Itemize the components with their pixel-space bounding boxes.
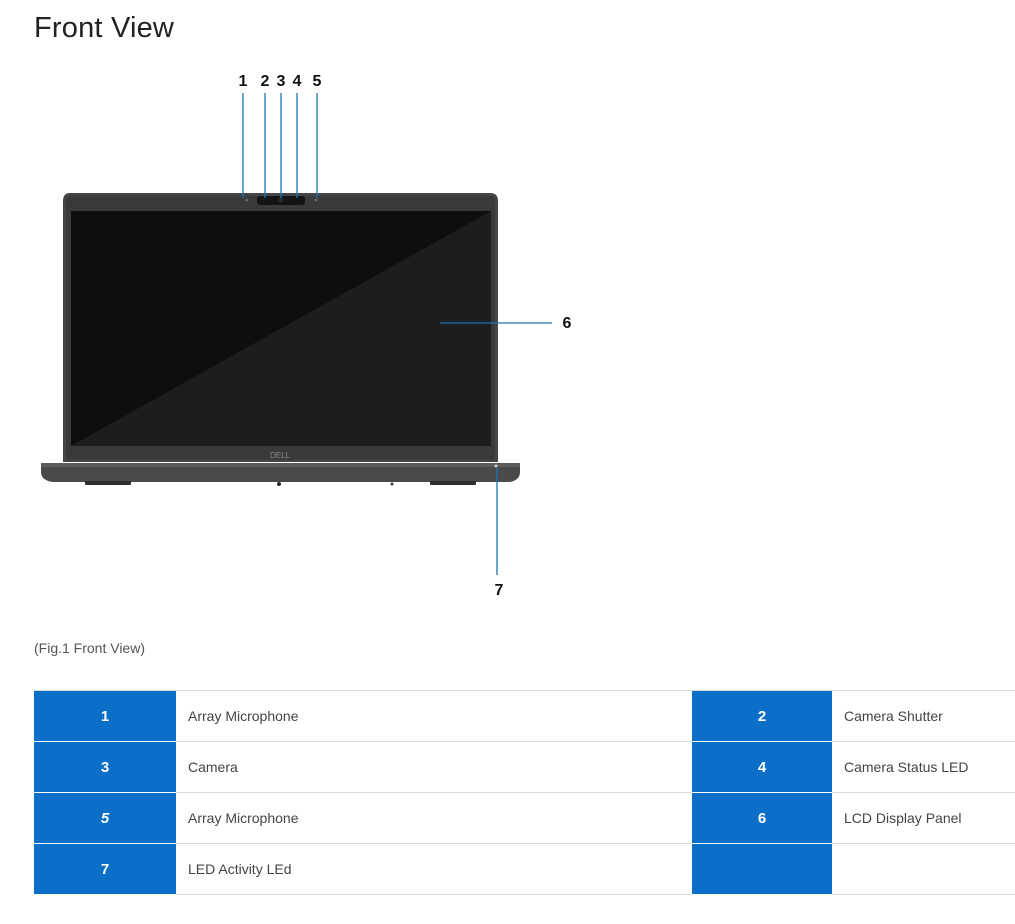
callout-5: 5 [313,73,322,90]
legend-number: 2 [692,690,832,742]
table-row: 7 LED Activity LEd [34,843,1015,895]
legend-number [692,843,832,895]
callout-3: 3 [277,73,286,90]
figure-caption: (Fig.1 Front View) [34,640,145,656]
legend-label: Array Microphone [176,690,692,742]
legend-number: 5 [34,792,176,844]
table-row: 3 Camera 4 Camera Status LED [34,741,1015,793]
legend-label: Camera Status LED [832,741,1015,793]
legend-label: Camera Shutter [832,690,1015,742]
legend-number: 3 [34,741,176,793]
page-title: Front View [34,12,175,44]
leader-lines [242,93,552,575]
component-legend-table: 1 Array Microphone 2 Camera Shutter 3 Ca… [34,690,1015,895]
callout-7: 7 [495,582,504,599]
laptop-front-view-figure: 1 2 3 4 5 6 7 DELL [41,73,572,599]
table-row: 5 Array Microphone 6 LCD Display Panel [34,792,1015,844]
callout-4: 4 [293,73,302,90]
legend-label: LCD Display Panel [832,792,1015,844]
callout-6: 6 [563,315,572,332]
legend-number: 4 [692,741,832,793]
legend-label: Camera [176,741,692,793]
dell-logo: DELL [270,451,291,460]
legend-label: Array Microphone [176,792,692,844]
legend-label [832,843,1015,895]
callout-2: 2 [261,73,270,90]
laptop-base [41,463,520,486]
legend-number: 7 [34,843,176,895]
laptop-lid: DELL [63,193,498,462]
callout-1: 1 [239,73,248,90]
legend-number: 6 [692,792,832,844]
legend-label: LED Activity LEd [176,843,692,895]
table-row: 1 Array Microphone 2 Camera Shutter [34,690,1015,742]
legend-number: 1 [34,690,176,742]
